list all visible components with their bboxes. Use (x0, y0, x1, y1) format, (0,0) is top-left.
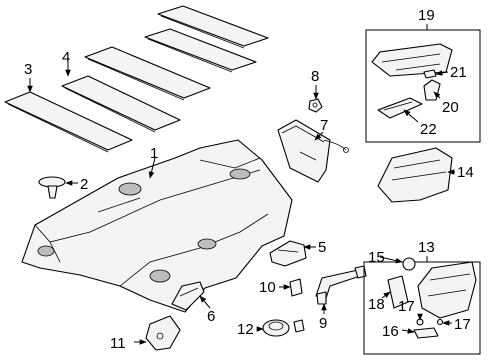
roof-panel-upper-2 (144, 28, 257, 73)
callout-7: 7 (320, 117, 328, 134)
callout-9: 9 (319, 315, 327, 332)
callout-4: 4 (62, 49, 70, 66)
bulb-15 (402, 257, 416, 271)
grab-handle (315, 265, 367, 305)
screw-17b (436, 318, 444, 326)
lamp-12 (262, 319, 305, 337)
callout-21: 21 (450, 64, 467, 81)
callout-labels: 3 4 1 2 8 7 5 6 10 9 11 12 19 21 20 22 1… (24, 7, 474, 352)
callout-12: 12 (237, 321, 254, 338)
roof-panel-3 (4, 91, 133, 153)
callout-15: 15 (368, 249, 385, 266)
box-19 (365, 29, 481, 143)
roof-panel-upper-1 (84, 46, 211, 101)
callout-6: 6 (207, 308, 215, 325)
clip-10 (289, 278, 303, 297)
grommet-8 (308, 98, 323, 113)
console-13 (417, 261, 477, 319)
callout-11: 11 (110, 335, 126, 352)
callout-19: 19 (418, 7, 435, 24)
leader-lines (27, 24, 455, 345)
callout-17b: 17 (454, 316, 471, 333)
bracket-5 (269, 240, 307, 267)
headliner (21, 139, 293, 313)
callout-1: 1 (150, 145, 158, 162)
callout-3: 3 (24, 61, 32, 78)
housing-18 (387, 275, 409, 309)
callout-16: 16 (382, 323, 399, 340)
bracket-11 (145, 315, 181, 351)
lens-22 (377, 97, 423, 119)
callout-22: 22 (420, 121, 437, 138)
cover-20 (423, 79, 441, 101)
callout-17a: 17 (398, 298, 415, 315)
callout-2: 2 (80, 176, 88, 193)
clip-2 (38, 176, 66, 199)
switch-21 (423, 69, 437, 79)
callout-14: 14 (457, 164, 474, 181)
roof-panel-4 (61, 75, 181, 133)
callout-5: 5 (318, 239, 326, 256)
clip-16 (413, 327, 439, 339)
sun-visor (277, 119, 349, 183)
callout-18: 18 (368, 296, 385, 313)
callout-8: 8 (311, 68, 319, 85)
overhead-console-14 (377, 147, 453, 203)
roof-panel-upper-3 (157, 5, 269, 49)
callout-10: 10 (259, 279, 276, 296)
callout-20: 20 (442, 99, 459, 116)
bracket-6 (171, 281, 205, 311)
console-19 (371, 43, 453, 77)
callout-13: 13 (418, 239, 435, 256)
box-13 (363, 261, 481, 355)
